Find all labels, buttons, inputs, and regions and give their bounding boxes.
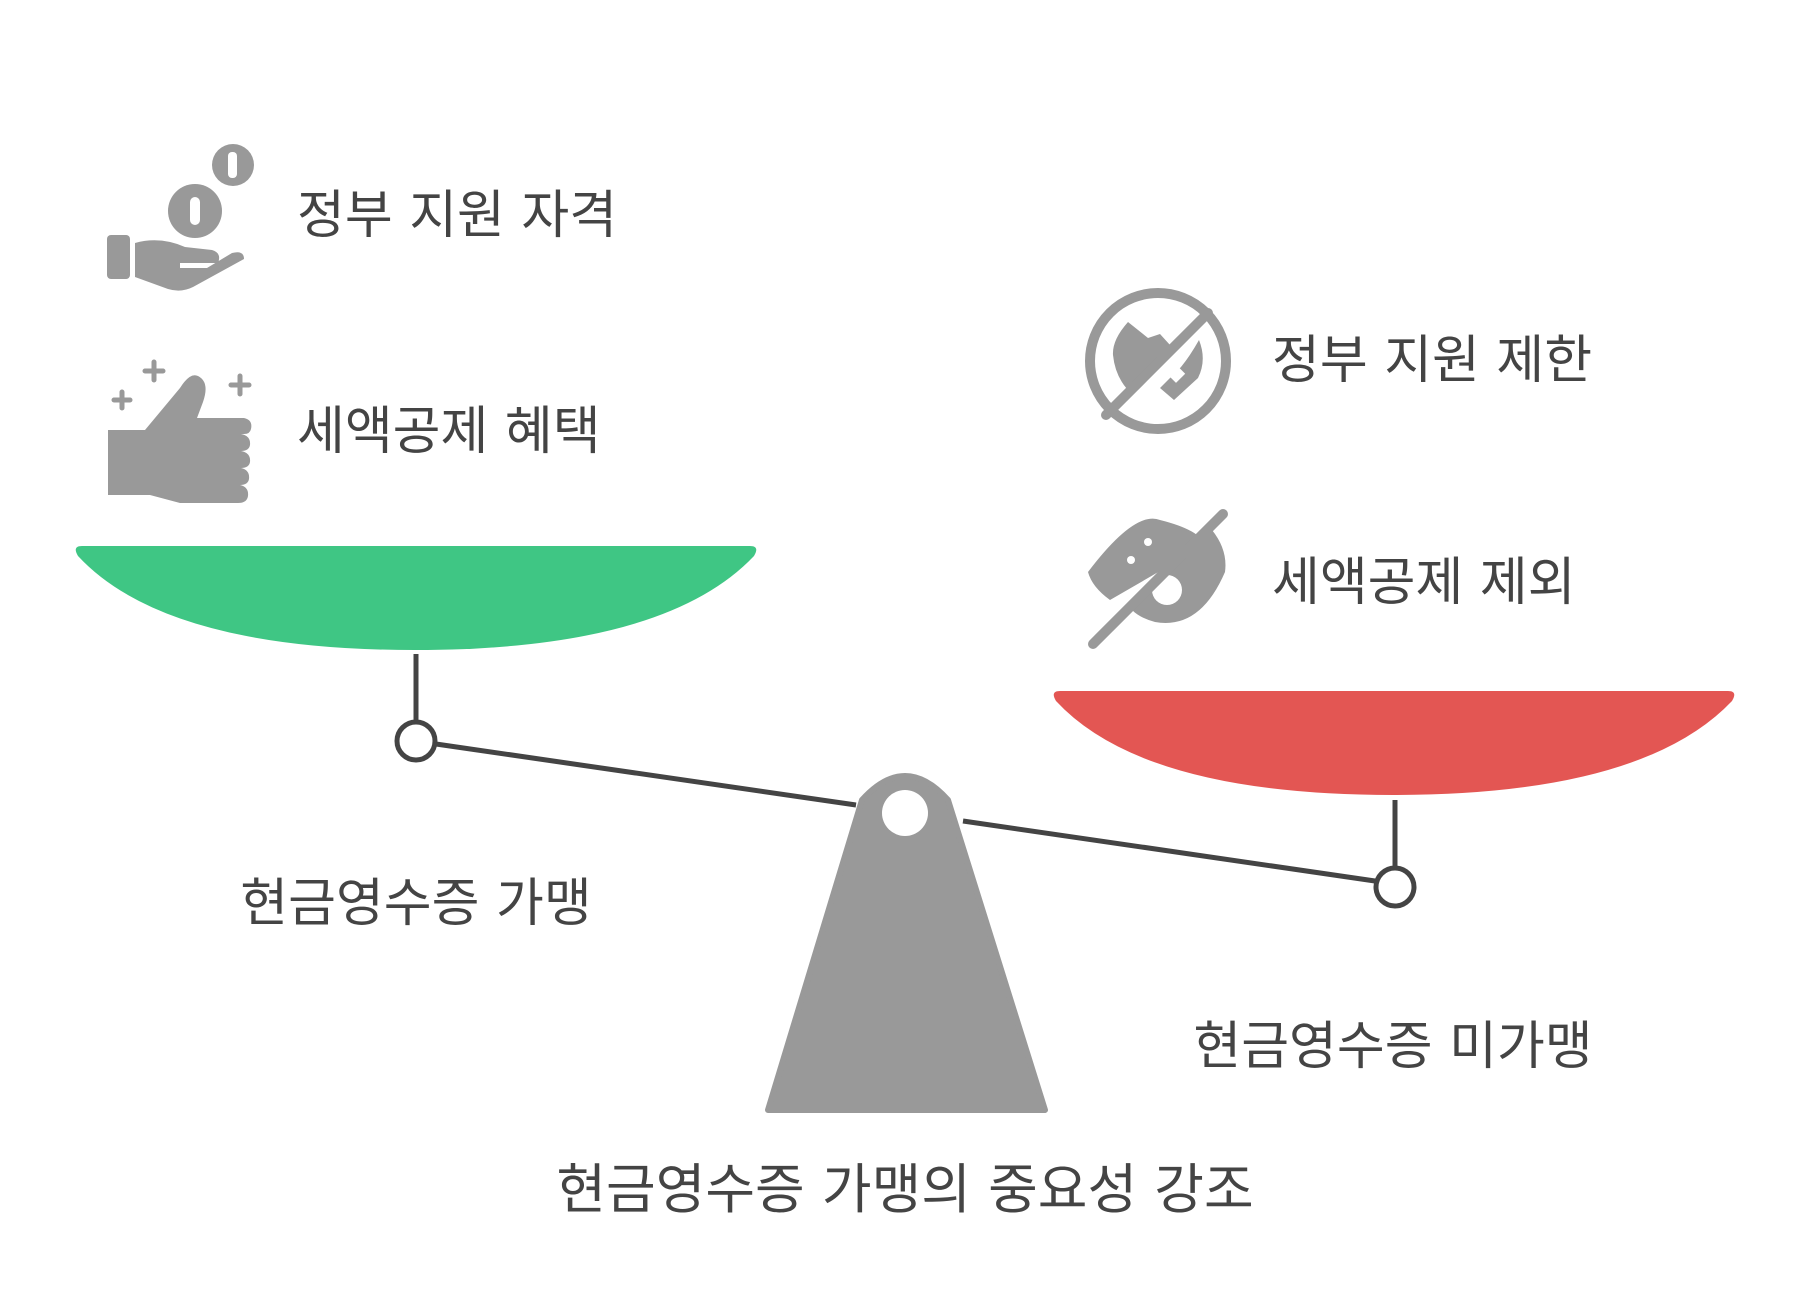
right-pan xyxy=(1053,691,1735,795)
hand-coins-icon xyxy=(107,144,254,291)
left-item-label-2: 세액공제 혜택 xyxy=(297,402,601,462)
right-hinge xyxy=(1373,865,1417,909)
diagram-title: 현금영수증 가맹의 중요성 강조 xyxy=(556,1158,1253,1221)
left-hinge xyxy=(394,719,438,763)
eye-slash-icon xyxy=(1088,509,1228,649)
fulcrum-pivot xyxy=(882,790,928,836)
left-pan-label: 현금영수증 가맹 xyxy=(240,874,591,934)
no-money-icon xyxy=(1085,288,1231,434)
left-pan xyxy=(75,546,757,650)
right-pan-label: 현금영수증 미가맹 xyxy=(1193,1017,1592,1077)
right-item-label-2: 세액공제 제외 xyxy=(1272,553,1576,613)
balance-beam xyxy=(394,654,1417,909)
thumbs-up-sparkle-icon xyxy=(108,359,252,503)
right-item-label-1: 정부 지원 제한 xyxy=(1272,331,1592,391)
fulcrum xyxy=(765,773,1048,1113)
left-item-label-1: 정부 지원 자격 xyxy=(297,186,617,246)
